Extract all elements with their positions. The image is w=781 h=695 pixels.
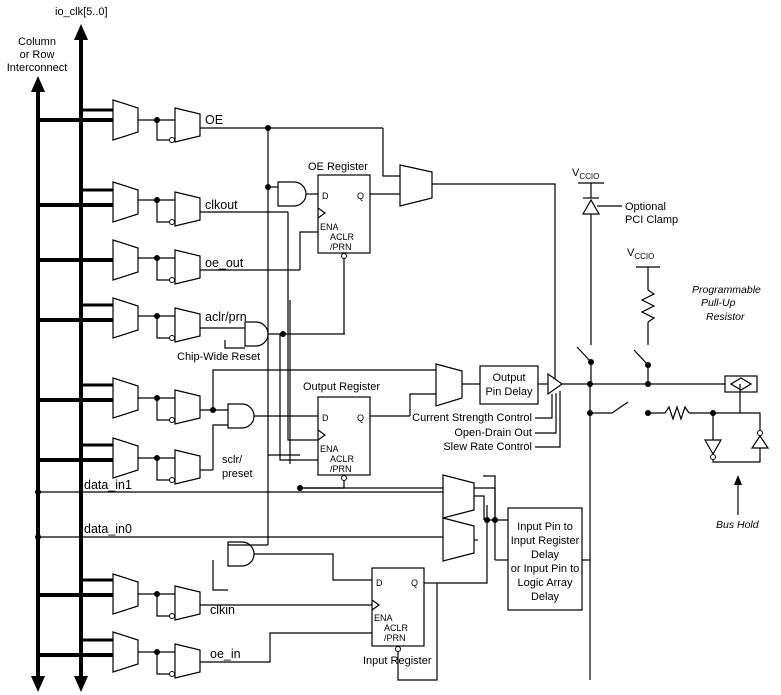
- oe-register-d: D: [322, 191, 329, 201]
- data-in-paths: [35, 474, 508, 584]
- pullup-line2: Pull-Up: [701, 297, 736, 309]
- interconnect-label-1: Column: [18, 36, 56, 48]
- bus-hold-circuit: [587, 384, 770, 680]
- input-register-prn: /PRN: [384, 633, 406, 643]
- oe-signal-label: OE: [205, 113, 223, 127]
- input-register-ena: ENA: [374, 613, 393, 623]
- interconnect-label-2: or Row: [20, 49, 55, 61]
- io-clk-label: io_clk[5..0]: [55, 6, 108, 18]
- interconnect-label-3: Interconnect: [7, 62, 68, 74]
- sclr-label: sclr/: [222, 454, 243, 466]
- input-delay-box: [507, 507, 583, 611]
- chip-wide-reset-and-gate: [224, 321, 345, 349]
- output-register-prn: /PRN: [330, 464, 352, 474]
- input-register: [212, 541, 438, 681]
- oe-register: [265, 125, 556, 545]
- aclr-prn-signal-label: aclr/prn: [205, 310, 247, 324]
- current-strength-label: Current Strength Control: [412, 412, 532, 424]
- pullup-line3: Resistor: [706, 311, 745, 323]
- input-delay-line6: Delay: [531, 591, 560, 603]
- preset-label: preset: [222, 468, 253, 480]
- bus-hold-label: Bus Hold: [716, 519, 760, 531]
- vccio-pullup-label: VCCIO: [627, 247, 654, 261]
- sclr-preset-input-path: [112, 424, 228, 485]
- input-delay-line1: Input Pin to: [517, 521, 573, 533]
- oe-register-prn: /PRN: [330, 242, 352, 252]
- oe-register-aclr: ACLR: [330, 232, 355, 242]
- pci-clamp-line1: Optional: [625, 201, 666, 213]
- data-in1-label: data_in1: [84, 478, 132, 492]
- input-delay-line2: Input Register: [511, 535, 580, 547]
- pull-up-resistor: [633, 266, 660, 384]
- column-row-interconnect-bus: [31, 76, 45, 692]
- open-drain-label: Open-Drain Out: [454, 427, 532, 439]
- input-register-aclr: ACLR: [384, 623, 409, 633]
- output-data-input-path: [112, 377, 228, 425]
- input-delay-line4: or Input Pin to: [511, 563, 580, 575]
- chip-wide-reset-label: Chip-Wide Reset: [177, 351, 260, 363]
- output-register-q: Q: [357, 413, 364, 423]
- input-register-title: Input Register: [363, 655, 432, 667]
- output-register-aclr: ACLR: [330, 454, 355, 464]
- data-in0-label: data_in0: [84, 522, 132, 536]
- clkout-input-path: [112, 181, 288, 227]
- oe-register-ena: ENA: [320, 222, 339, 232]
- pci-clamp-line2: PCI Clamp: [625, 214, 678, 226]
- io-pin-pad: [724, 375, 758, 393]
- input-register-d: D: [376, 578, 383, 588]
- clkout-signal-label: clkout: [205, 198, 238, 212]
- pullup-line1: Programmable: [692, 284, 761, 296]
- vccio-top-label: VCCIO: [572, 167, 599, 181]
- io-clk-bus: [74, 24, 88, 692]
- clkin-signal-label: clkin: [210, 603, 235, 617]
- oe-in-input-path: [112, 631, 372, 679]
- output-register-ena: ENA: [320, 444, 339, 454]
- slew-rate-label: Slew Rate Control: [443, 441, 532, 453]
- oe-out-input-path: [112, 239, 300, 285]
- oe-register-title: OE Register: [308, 161, 368, 173]
- output-pin-delay-line1: Output: [492, 372, 525, 384]
- input-delay-line5: Logic Array: [517, 577, 573, 589]
- pci-clamp: [576, 182, 622, 384]
- oe-input-path: [112, 99, 383, 143]
- output-pin-delay-line2: Pin Delay: [485, 386, 533, 398]
- output-register-d: D: [322, 413, 329, 423]
- input-register-q: Q: [411, 578, 418, 588]
- output-register-title: Output Register: [303, 381, 380, 393]
- oe-register-q: Q: [357, 191, 364, 201]
- oe-out-signal-label: oe_out: [205, 256, 244, 270]
- clkin-input-path: [112, 573, 372, 621]
- input-delay-line3: Delay: [531, 549, 560, 561]
- oe-in-signal-label: oe_in: [210, 647, 241, 661]
- bus-taps: [38, 108, 113, 657]
- aclr-prn-input-path: [112, 297, 245, 343]
- output-buffer: [535, 372, 735, 448]
